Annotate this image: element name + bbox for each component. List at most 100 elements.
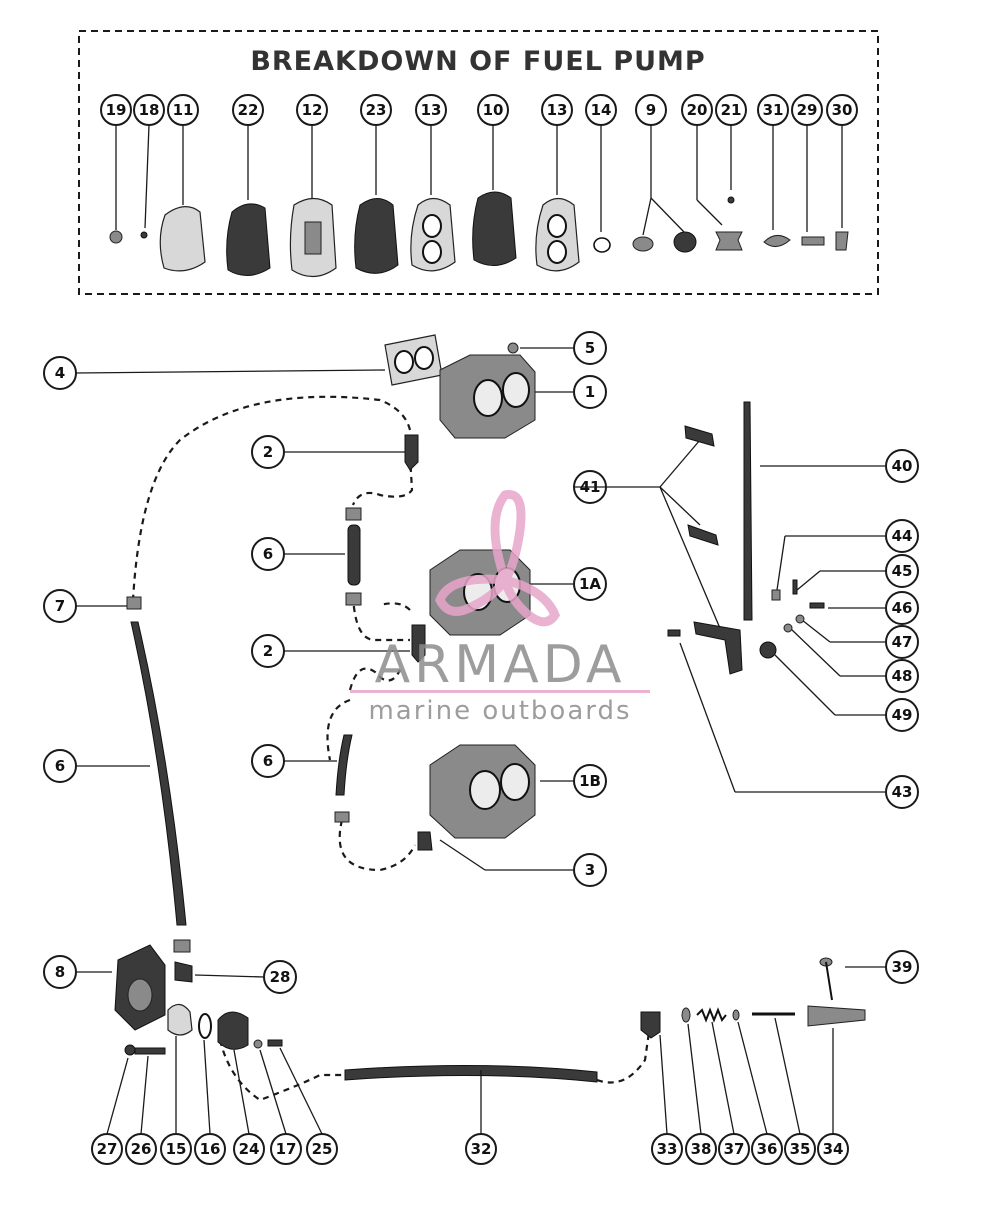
svg-text:48: 48 <box>892 667 913 685</box>
callout-15: 15 <box>160 1133 192 1165</box>
callout-6-upper: 6 <box>251 537 285 571</box>
part-33-elbow <box>640 1011 661 1039</box>
part-27-washer <box>124 1044 136 1056</box>
callout-18: 18 <box>133 94 165 126</box>
svg-text:14: 14 <box>591 101 612 119</box>
svg-text:46: 46 <box>892 599 913 617</box>
svg-text:12: 12 <box>302 101 323 119</box>
part-1B-pump-body <box>429 744 536 839</box>
top-parts <box>109 191 849 278</box>
svg-text:26: 26 <box>131 1140 152 1158</box>
callout-30: 30 <box>826 94 858 126</box>
callout-9: 9 <box>635 94 667 126</box>
top-callouts: 19 18 11 22 12 23 13 10 13 14 9 20 21 31… <box>100 94 858 126</box>
part-5-plug <box>507 342 519 354</box>
callout-13-b: 13 <box>541 94 573 126</box>
svg-text:3: 3 <box>585 861 595 879</box>
part-40-link-rod <box>743 401 753 621</box>
part-30-clip <box>835 231 849 251</box>
svg-text:27: 27 <box>97 1140 118 1158</box>
part-21-screw <box>727 196 735 204</box>
part-6-long-hose <box>130 621 187 926</box>
callout-4: 4 <box>43 356 77 390</box>
part-22-diaphragm <box>226 203 271 276</box>
svg-text:33: 33 <box>657 1140 678 1158</box>
svg-text:25: 25 <box>312 1140 333 1158</box>
svg-text:24: 24 <box>239 1140 260 1158</box>
callout-1B: 1B <box>573 764 607 798</box>
svg-text:30: 30 <box>832 101 853 119</box>
part-14-o-ring <box>593 237 611 253</box>
svg-text:17: 17 <box>276 1140 297 1158</box>
svg-text:47: 47 <box>892 633 913 651</box>
part-41-screw-lower <box>687 524 719 546</box>
part-2-fitting-lower <box>411 624 426 663</box>
callout-32: 32 <box>465 1133 497 1165</box>
svg-text:22: 22 <box>238 101 259 119</box>
bottom-callouts: 27 26 15 16 24 17 25 32 33 38 37 36 35 3… <box>91 1133 849 1165</box>
svg-text:23: 23 <box>366 101 387 119</box>
callout-27: 27 <box>91 1133 123 1165</box>
svg-text:1: 1 <box>585 383 595 401</box>
part-28-fitting <box>174 961 193 983</box>
part-41-screw-upper <box>684 425 715 447</box>
callout-19: 19 <box>100 94 132 126</box>
callout-37: 37 <box>718 1133 750 1165</box>
callout-26: 26 <box>125 1133 157 1165</box>
callout-28: 28 <box>263 960 297 994</box>
callout-12: 12 <box>296 94 328 126</box>
part-34-valve-body <box>807 1005 866 1027</box>
svg-text:40: 40 <box>892 457 913 475</box>
part-8-fuel-pump <box>114 944 166 1031</box>
callout-13: 13 <box>415 94 447 126</box>
bottom-leader-lines <box>106 1017 834 1135</box>
svg-text:44: 44 <box>892 527 913 545</box>
part-1-pump-body <box>439 354 536 439</box>
callout-38: 38 <box>685 1133 717 1165</box>
svg-text:45: 45 <box>892 562 913 580</box>
callout-3: 3 <box>573 853 607 887</box>
part-48-washer <box>783 623 793 633</box>
part-2-fitting-upper <box>404 434 419 471</box>
top-leader-lines <box>115 124 843 236</box>
svg-text:18: 18 <box>139 101 160 119</box>
svg-text:39: 39 <box>892 958 913 976</box>
part-29-spring <box>801 236 825 246</box>
part-6-hose-upper <box>347 524 361 586</box>
watermark-underline <box>350 690 650 693</box>
part-11-pump-cover <box>159 206 206 272</box>
callout-17: 17 <box>270 1133 302 1165</box>
main-parts <box>114 334 866 1083</box>
part-15-cap <box>167 1003 193 1036</box>
part-18-washer <box>140 231 148 239</box>
callout-35: 35 <box>784 1133 816 1165</box>
callout-10: 10 <box>477 94 509 126</box>
callout-8: 8 <box>43 955 77 989</box>
part-49-cap <box>759 641 777 659</box>
part-17-washer <box>253 1039 263 1049</box>
armada-watermark: ARMADA marine outboards <box>350 489 650 726</box>
callout-36: 36 <box>751 1133 783 1165</box>
part-44-bushing <box>771 589 781 601</box>
part-7-clamp <box>126 596 142 610</box>
part-9-valve <box>632 236 654 252</box>
part-32-fuel-line <box>344 1064 598 1083</box>
callout-48: 48 <box>885 659 919 693</box>
svg-text:31: 31 <box>763 101 784 119</box>
svg-text:34: 34 <box>823 1140 844 1158</box>
part-24-filter-bowl <box>217 1011 249 1050</box>
part-45-spring <box>792 579 798 595</box>
callout-47: 47 <box>885 625 919 659</box>
watermark-brand: ARMADA <box>375 635 626 695</box>
svg-text:20: 20 <box>687 101 708 119</box>
svg-text:19: 19 <box>106 101 127 119</box>
part-20-retainer <box>715 231 743 251</box>
callout-44: 44 <box>885 519 919 553</box>
svg-text:1B: 1B <box>579 772 601 790</box>
svg-text:2: 2 <box>263 443 273 461</box>
part-6-hose-lower <box>335 734 353 796</box>
svg-text:6: 6 <box>55 757 65 775</box>
callout-20: 20 <box>681 94 713 126</box>
svg-text:8: 8 <box>55 963 65 981</box>
